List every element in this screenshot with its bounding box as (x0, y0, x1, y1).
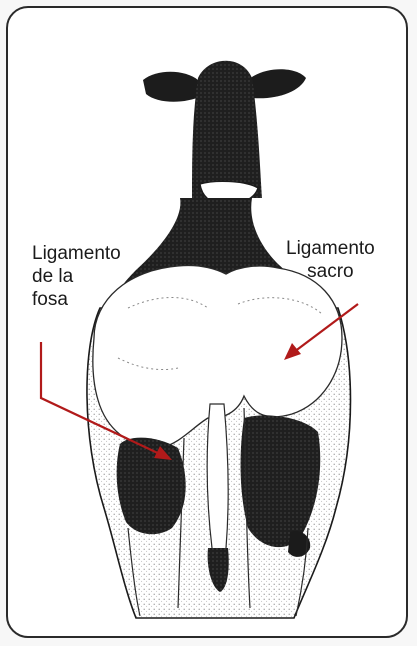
tail (207, 404, 228, 560)
left-ear (143, 72, 202, 102)
figure-card: Ligamento de la fosa Ligamento sacro (6, 6, 408, 638)
right-ear (248, 69, 306, 98)
label-ligamento-sacro: Ligamento sacro (286, 237, 375, 283)
label-ligamento-fosa: Ligamento de la fosa (32, 242, 121, 311)
cow-rear-view-illustration (8, 8, 408, 638)
head-neck (192, 61, 262, 198)
left-leg-patch (117, 438, 186, 535)
